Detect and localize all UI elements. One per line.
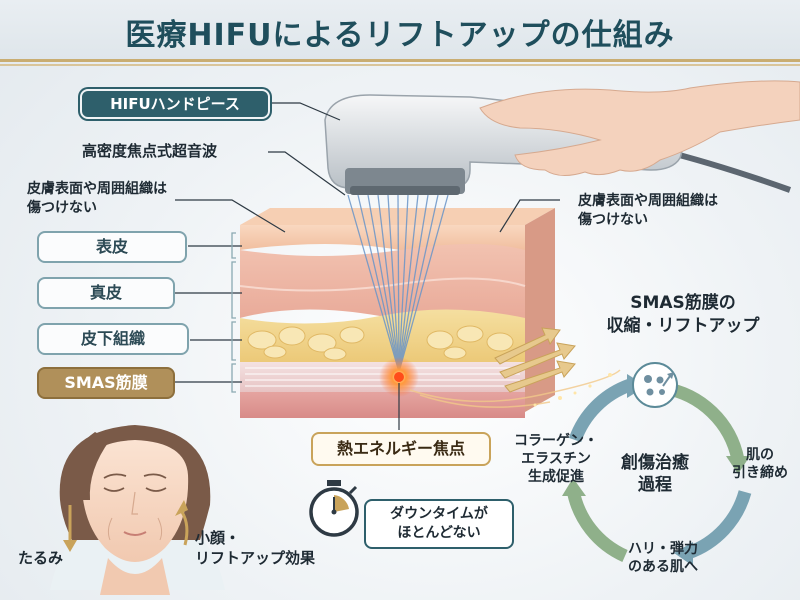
- smas-result-label: SMAS筋膜の 収縮・リフトアップ: [588, 292, 778, 338]
- no-damage-right-label: 皮膚表面や周囲組織は 傷つけない: [578, 192, 718, 230]
- high-density-label: 高密度焦点式超音波: [82, 142, 218, 160]
- no-damage-left-line1: 皮膚表面や周囲組織は: [27, 181, 167, 197]
- no-damage-left-label: 皮膚表面や周囲組織は 傷つけない: [27, 180, 167, 218]
- title-band: 医療HIFUによるリフトアップの仕組み: [0, 0, 800, 66]
- smas-result-line1: SMAS筋膜の: [630, 293, 736, 313]
- cycle-step-collagen-line1: コラーゲン・: [514, 433, 598, 449]
- cycle-step-elasticity-line2: のある肌へ: [628, 559, 698, 576]
- cell-icon: [632, 362, 678, 408]
- cycle-step-tighten-line2: 引き締め: [732, 465, 788, 482]
- healing-cycle-diagram: [562, 362, 752, 566]
- hifu-handpiece-icon: [324, 80, 800, 195]
- no-damage-right-line2: 傷つけない: [578, 211, 648, 228]
- cycle-step-tighten-line1: 肌の: [746, 447, 774, 463]
- no-damage-right-line1: 皮膚表面や周囲組織は: [578, 193, 718, 209]
- lift-arrows-icon: [494, 327, 576, 393]
- effect-line1: 小顔・: [195, 529, 241, 547]
- cycle-step-elasticity-line1: ハリ・弾力: [628, 541, 698, 557]
- handpiece-label: HIFUハンドピース: [80, 89, 270, 119]
- cycle-center-label: 創傷治癒 過程: [610, 452, 700, 496]
- cycle-step-collagen-line3: 生成促進: [528, 469, 584, 486]
- layer-subcutaneous: 皮下組織: [37, 323, 189, 355]
- leader-lines: [175, 102, 560, 430]
- smas-result-line2: 収縮・リフトアップ: [606, 315, 760, 336]
- page-title: 医療HIFUによるリフトアップの仕組み: [125, 18, 675, 53]
- cycle-step-elasticity: ハリ・弾力 のある肌へ: [608, 540, 718, 576]
- focus-point-core: [394, 372, 404, 382]
- layer-smas: SMAS筋膜: [37, 367, 175, 399]
- skin-cross-section: [239, 208, 555, 418]
- downtime-line1: ダウンタイムが: [390, 506, 488, 522]
- layer-dermis: 真皮: [37, 277, 175, 309]
- focus-point-label: 熱エネルギー焦点: [311, 432, 491, 466]
- face-illustration-icon: [50, 425, 225, 595]
- cycle-step-collagen-line2: エラスチン: [521, 451, 591, 468]
- no-damage-left-line2: 傷つけない: [27, 199, 97, 216]
- sagging-label: たるみ: [18, 549, 64, 567]
- fat-cells: [247, 325, 514, 361]
- layer-epidermis: 表皮: [37, 231, 187, 263]
- up-arrow-icon: [175, 500, 189, 546]
- cycle-center-line1: 創傷治癒: [621, 453, 689, 473]
- downtime-badge: ダウンタイムが ほとんどない: [364, 499, 514, 549]
- cycle-center-line2: 過程: [638, 475, 672, 496]
- down-arrow-icon: [63, 505, 77, 552]
- effect-label: 小顔・ リフトアップ効果: [195, 528, 315, 569]
- effect-line2: リフトアップ効果: [195, 549, 316, 568]
- stopwatch-icon: [309, 480, 359, 537]
- ultrasound-beams: [347, 194, 449, 373]
- cycle-step-tighten: 肌の 引き締め: [722, 446, 798, 482]
- cycle-step-collagen: コラーゲン・ エラスチン 生成促進: [506, 432, 606, 487]
- downtime-line2: ほとんどない: [397, 524, 481, 541]
